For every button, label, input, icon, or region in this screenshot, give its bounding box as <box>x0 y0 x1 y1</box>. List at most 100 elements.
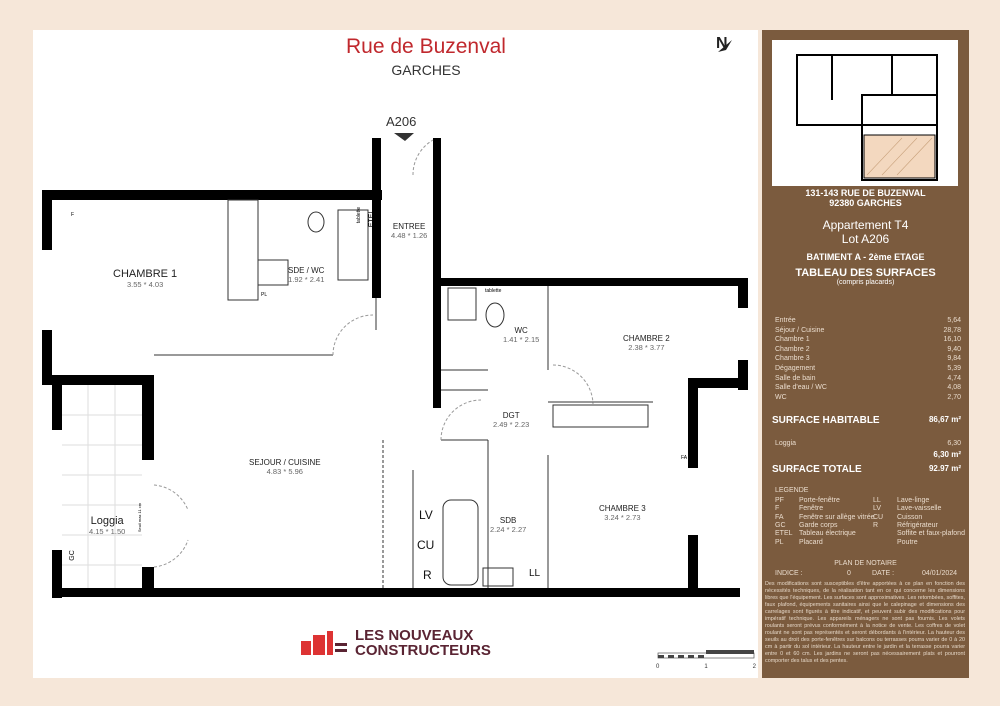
surfaces-title: TABLEAU DES SURFACES <box>795 267 936 279</box>
legend-code: PF <box>775 497 784 504</box>
room-name: ENTREE <box>392 222 426 231</box>
appliance-lv: LV <box>419 508 433 522</box>
value: 6,30 <box>947 440 961 447</box>
appliance-cu: CU <box>417 538 435 552</box>
legend-description: Porte-fenêtre <box>799 497 840 504</box>
room-dims: 3.55 * 4.03 <box>126 280 164 289</box>
address-line-1: 131-143 RUE DE BUZENVAL <box>805 188 926 198</box>
surface-row: Chambre 1 16,10 <box>775 336 961 343</box>
surfaces-subtitle: (compris placards) <box>836 279 895 286</box>
plan-type: PLAN DE NOTAIRE <box>834 560 897 567</box>
legend-description: Réfrigérateur <box>897 521 938 529</box>
scale-tick: 1 <box>704 664 708 670</box>
surface-row: Salle de bain 4,74 <box>775 375 961 382</box>
city-title: GARCHES <box>391 62 461 78</box>
legend-code: F <box>775 505 780 513</box>
indice-label: INDICE : <box>775 570 803 577</box>
value: 9,84 <box>947 355 961 363</box>
room-dims: 3.24 * 2.73 <box>604 513 641 522</box>
label: Chambre 1 <box>775 336 810 344</box>
room-name: CHAMBRE 2 <box>623 334 670 343</box>
room-name: CHAMBRE 1 <box>113 268 178 280</box>
value: 5,39 <box>947 365 961 372</box>
apartment-type: Appartement T4 <box>822 218 909 232</box>
room-dims: 4.48 * 1.26 <box>391 231 428 240</box>
value: 86,67 m² <box>928 415 961 424</box>
room-name: CHAMBRE 3 <box>599 504 646 513</box>
legend-description: Placard <box>799 538 823 546</box>
legend-title: LEGENDE <box>775 487 809 494</box>
legend-description: Poutre <box>897 538 918 546</box>
legend-description: Fenêtre sur allège vitrée <box>799 513 875 521</box>
date-label: DATE : <box>872 570 895 577</box>
north-arrow-icon <box>718 40 732 52</box>
fa-label: FA <box>681 455 688 461</box>
label: Entrée <box>775 317 796 324</box>
loggia-total: 6,30 m² <box>772 450 961 459</box>
logo-mark-icon <box>301 631 347 655</box>
legend-code: R <box>873 521 879 529</box>
gc-label: GC <box>68 550 76 561</box>
room-name: WC <box>514 326 528 335</box>
legend-code: GC <box>775 521 786 529</box>
room-dims: 2.49 * 2.23 <box>493 420 530 429</box>
room-name: SEJOUR / CUISINE <box>249 458 321 467</box>
label: Salle de bain <box>775 374 816 382</box>
logo-line-1: LES NOUVEAUX <box>355 627 474 644</box>
legend-description: Lave-vaisselle <box>897 505 942 513</box>
value: 9,40 <box>947 345 961 353</box>
room-dims: 2.38 * 3.77 <box>628 343 665 352</box>
room-dims: 4.83 * 5.96 <box>266 467 303 476</box>
building-key-plan <box>772 40 958 186</box>
info-panel: 131-143 RUE DE BUZENVAL 92380 GARCHES Ap… <box>762 30 969 678</box>
indice-value: 0 <box>847 570 851 577</box>
value: 28,78 <box>943 326 961 334</box>
legend-description: Garde corps <box>799 521 838 529</box>
address-line-2: 92380 GARCHES <box>829 198 902 208</box>
legend-description: Lave-linge <box>897 497 930 504</box>
value: 4,74 <box>947 374 961 382</box>
room-dims: 2.24 * 2.27 <box>490 525 527 534</box>
lot-number: Lot A206 <box>841 232 890 246</box>
floor-plan-sheet: Rue de Buzenval GARCHES A206 N <box>33 30 758 678</box>
legend-code: LV <box>873 505 882 513</box>
pl-label: PL <box>261 292 268 298</box>
surface-row: Dégagement 5,39 <box>775 365 961 372</box>
north-label: N <box>716 35 728 52</box>
room-dims: 1.41 * 2.15 <box>503 335 540 344</box>
seuil-label: Seuil max 11 cm <box>137 502 143 533</box>
label: SURFACE HABITABLE <box>772 415 880 426</box>
lot-marker: A206 <box>386 114 417 129</box>
etel-label: ETEL <box>368 209 376 228</box>
value: 4,08 <box>947 384 961 392</box>
label: Dégagement <box>775 365 816 372</box>
legend-code: FA <box>775 513 784 521</box>
surface-habitable-row: SURFACE HABITABLE 86,67 m² <box>772 415 961 426</box>
value: 16,10 <box>943 336 961 344</box>
legend-description: Fenêtre <box>799 505 824 513</box>
room-name: SDE / WC <box>288 266 325 275</box>
legend-code: LL <box>873 497 881 504</box>
room-name: SDB <box>499 516 517 525</box>
room-name: Loggia <box>90 515 124 527</box>
scale-tick: 0 <box>656 664 660 670</box>
